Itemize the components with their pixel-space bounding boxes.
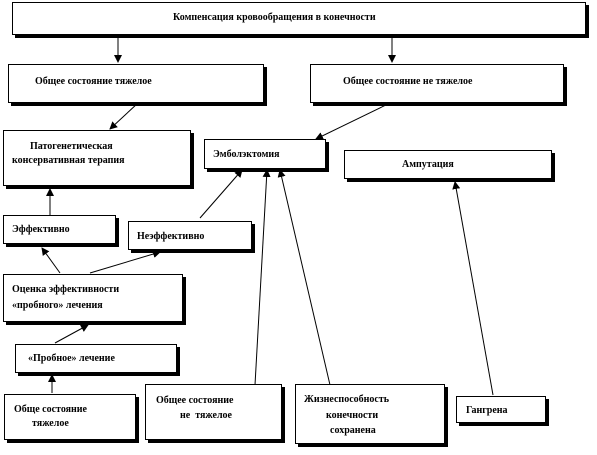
node-bottom-severe-text-line2: тяжелое <box>32 418 69 429</box>
node-effective-text: Эффективно <box>12 224 70 235</box>
node-viability-text-line2: конечности <box>326 410 379 421</box>
node-severe-state-text: Общее состояние тяжелое <box>35 76 152 87</box>
node-title-text: Компенсация кровообращения в конечности <box>173 12 376 23</box>
node-bottom-not-severe: Общее состояние не тяжелое <box>145 384 282 440</box>
node-bottom-severe: Обще состояние тяжелое <box>4 394 136 440</box>
node-effective: Эффективно <box>3 215 116 244</box>
node-viability-preserved: Жизнеспособность конечности сохранена <box>295 384 445 444</box>
node-evaluation-text-line2: «пробного» лечения <box>12 300 103 311</box>
edge-severe-to-therapy <box>109 102 139 130</box>
node-amputation-text: Ампутация <box>402 159 454 170</box>
node-embolectomy-text: Эмболэктомия <box>213 149 280 160</box>
node-not-severe-state: Общее состояние не тяжелое <box>310 64 564 103</box>
node-viability-text-line3: сохранена <box>330 425 376 436</box>
node-therapy-text-line1: Патогенетическая <box>30 141 113 152</box>
node-embolectomy: Эмболэктомия <box>204 139 326 169</box>
edge-bottom-not-severe-to-embolectomy <box>254 169 271 386</box>
node-not-severe-state-text: Общее состояние не тяжелое <box>343 76 473 87</box>
node-therapy-text-line2: консервативная терапия <box>12 155 125 166</box>
node-conservative-therapy: Патогенетическая консервативная терапия <box>3 130 191 186</box>
node-ineffective: Неэффективно <box>128 221 252 250</box>
edge-gangrene-to-amputation <box>452 181 494 396</box>
edge-not-severe-to-embolectomy <box>315 102 391 140</box>
edge-evaluation-to-effective <box>41 247 61 274</box>
node-trial-treatment-text: «Пробное» лечение <box>28 353 115 364</box>
node-evaluation-text-line1: Оценка эффективности <box>12 284 120 295</box>
edge-trial-to-evaluation <box>54 324 89 344</box>
node-bottom-severe-text-line1: Обще состояние <box>14 404 87 415</box>
edge-evaluation-to-ineffective <box>89 250 161 274</box>
node-ineffective-text: Неэффективно <box>137 231 205 242</box>
node-severe-state: Общее состояние тяжелое <box>8 64 264 103</box>
node-viability-text-line1: Жизнеспособность <box>304 394 390 405</box>
node-trial-treatment: «Пробное» лечение <box>15 344 177 373</box>
node-evaluation: Оценка эффективности «пробного» лечения <box>3 274 183 322</box>
edge-viability-to-embolectomy <box>277 169 331 386</box>
node-bottom-not-severe-text-line1: Общее состояние <box>156 395 234 406</box>
node-amputation: Ампутация <box>344 150 552 179</box>
node-bottom-not-severe-text-line2: не тяжелое <box>180 410 232 421</box>
edge-ineffective-to-embolectomy <box>199 169 243 219</box>
node-gangrene: Гангрена <box>456 396 546 423</box>
node-gangrene-text: Гангрена <box>466 405 508 416</box>
node-title: Компенсация кровообращения в конечности <box>12 2 586 35</box>
